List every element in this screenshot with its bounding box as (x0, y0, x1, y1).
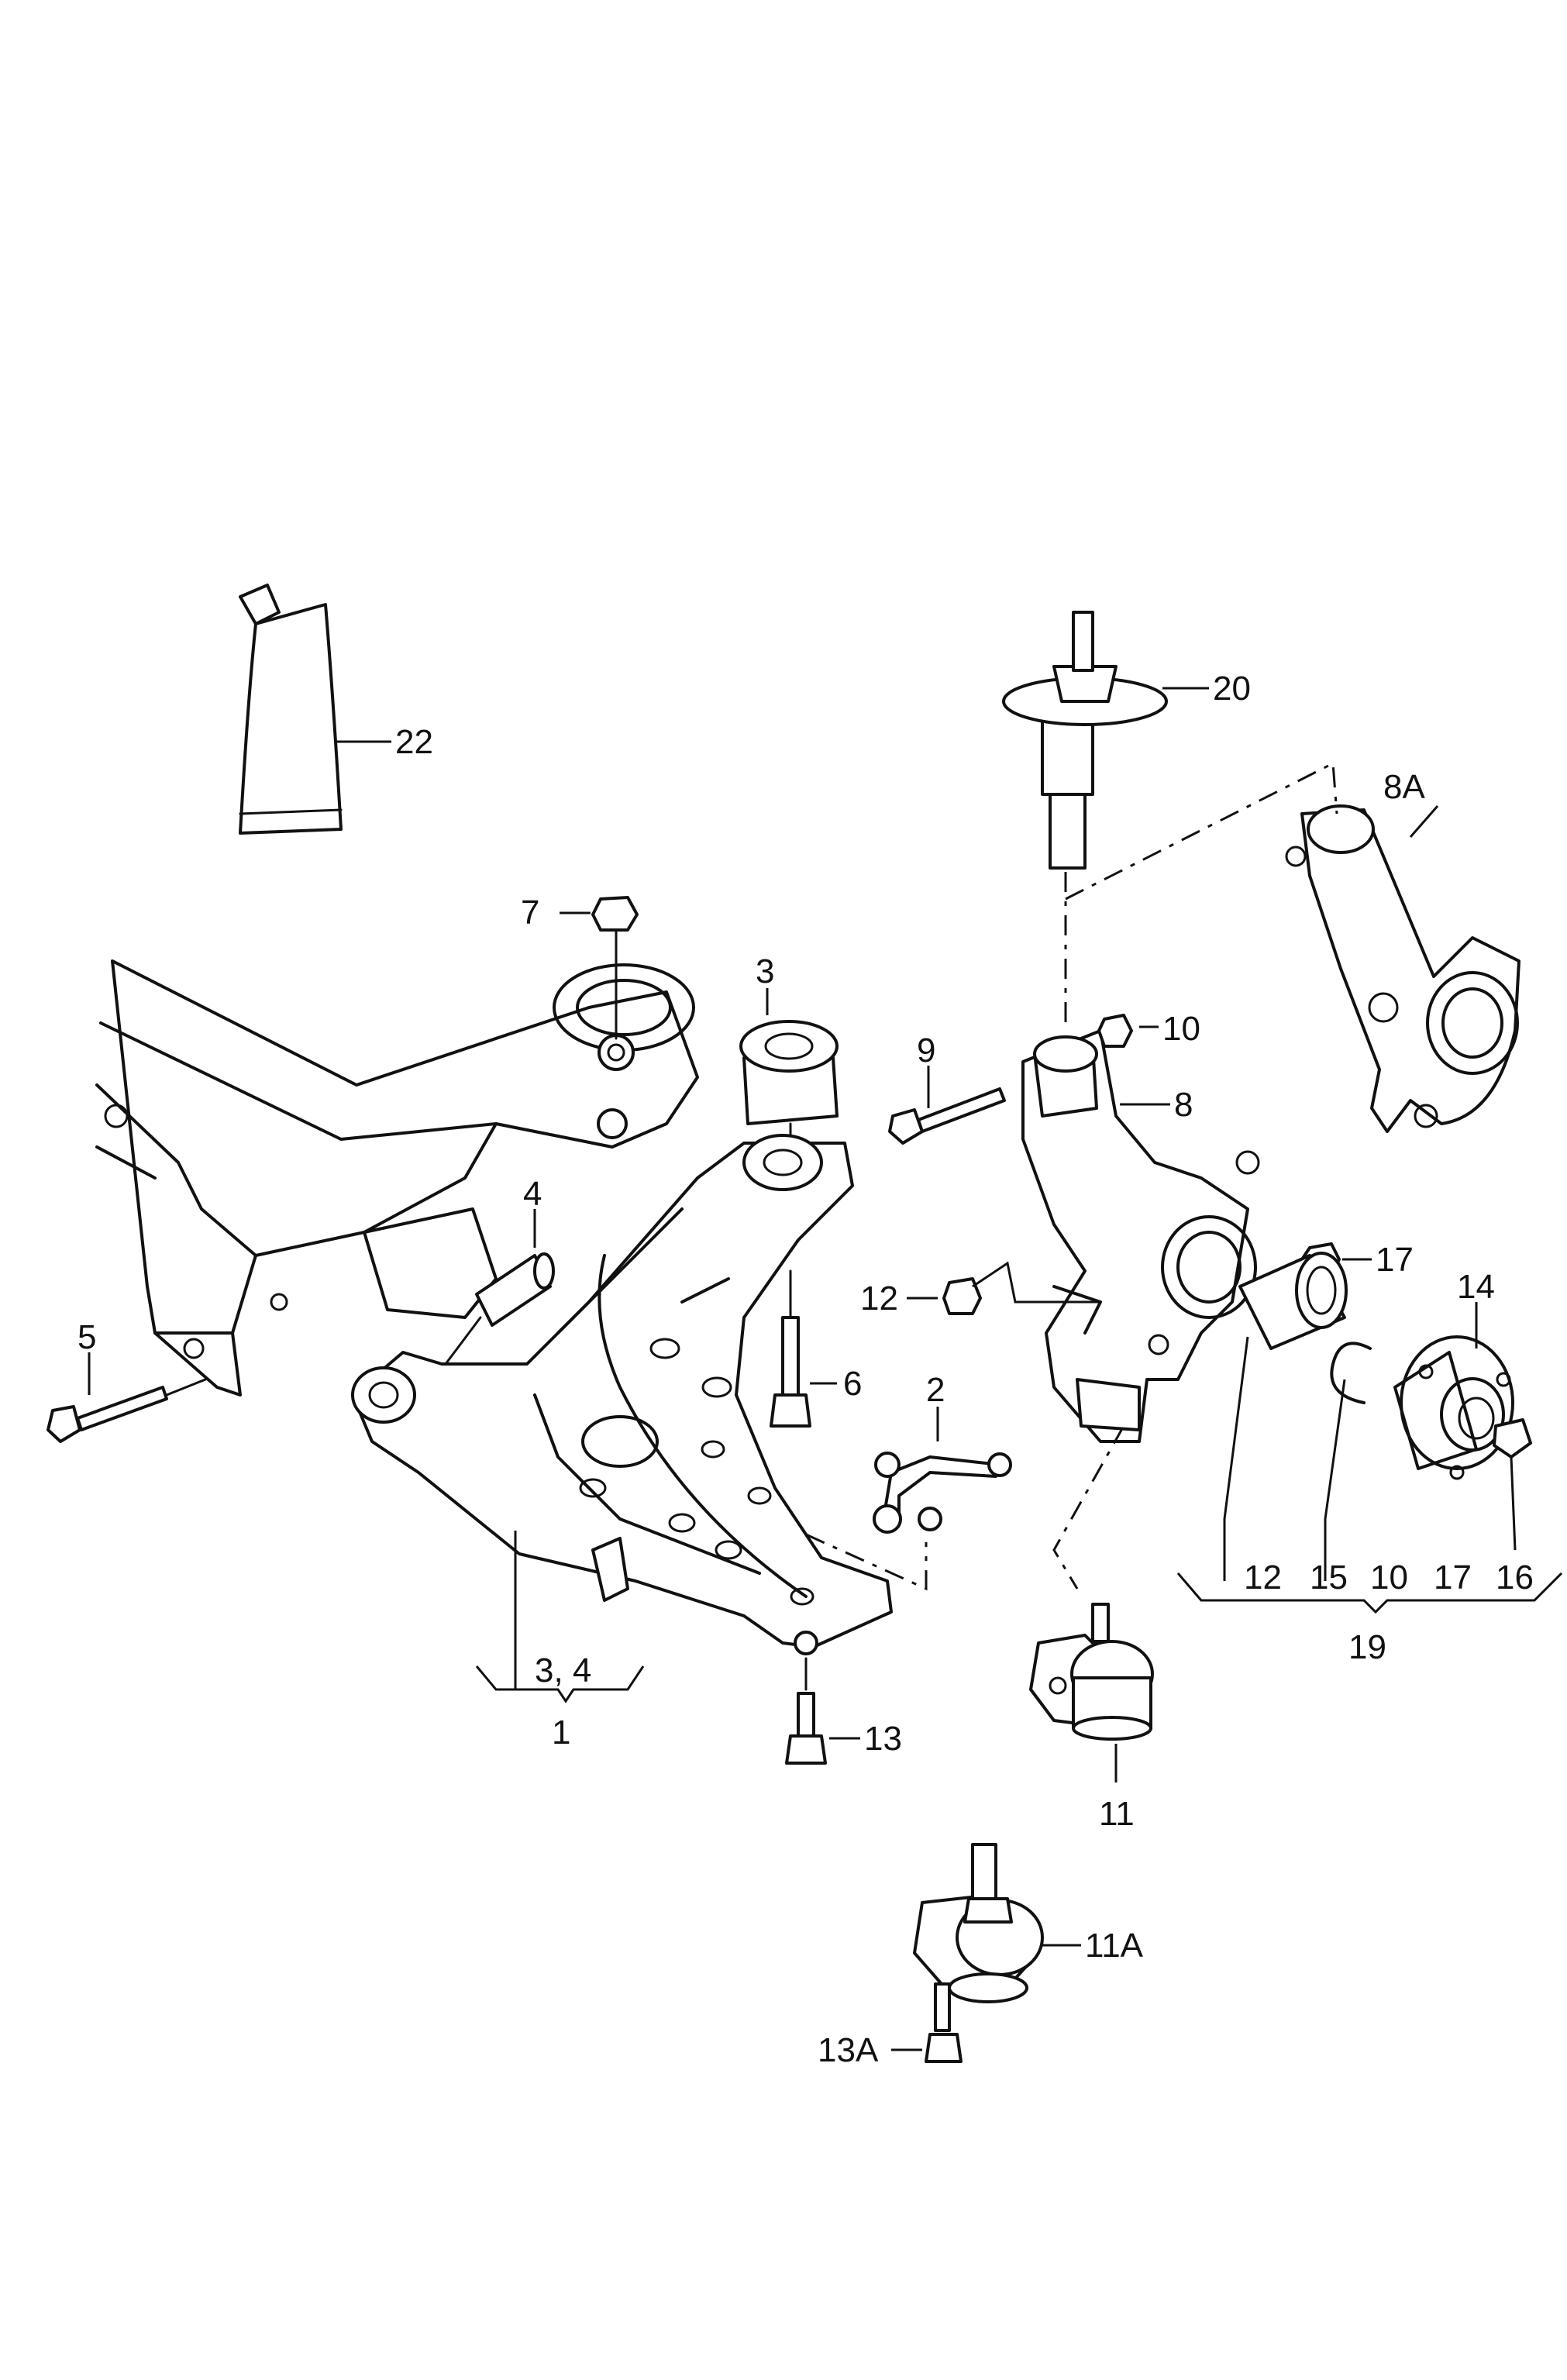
label-4: 4 (523, 1175, 542, 1213)
label-3: 3 (756, 952, 774, 990)
part-20-strut-pin (1002, 611, 1209, 870)
label-7: 7 (521, 894, 539, 932)
label-17: 17 (1376, 1241, 1414, 1279)
part-11A-ball-joint (913, 1843, 1081, 2003)
label-3-4: 3, 4 (535, 1652, 591, 1689)
label-19-16: 16 (1496, 1559, 1534, 1596)
part-3-bushing (739, 988, 839, 1149)
part-9-bolt (888, 1066, 1006, 1145)
label-13: 13 (864, 1720, 902, 1758)
part-8A-steering-knuckle (1285, 804, 1521, 1133)
label-11: 11 (1099, 1795, 1135, 1833)
part-16-bolt (1493, 1418, 1532, 1551)
label-2: 2 (926, 1371, 945, 1409)
label-19: 19 (1348, 1628, 1386, 1666)
label-20: 20 (1213, 670, 1251, 708)
label-14: 14 (1457, 1268, 1495, 1306)
part-22-grease-tube (239, 584, 391, 835)
label-1: 1 (552, 1714, 570, 1751)
part-13-bolt (785, 1657, 860, 1765)
label-12: 12 (860, 1280, 898, 1317)
part-8-steering-knuckle (1021, 1029, 1260, 1443)
label-6: 6 (843, 1365, 862, 1403)
group-1-bracket (475, 1665, 645, 1703)
part-6-bolt (770, 1269, 837, 1428)
part-7-nut (560, 896, 639, 1040)
subframe (95, 959, 699, 1397)
label-19-12: 12 (1244, 1559, 1282, 1596)
group-19-bracket (1176, 1572, 1563, 1614)
part-14-wheel-hub (1393, 1302, 1514, 1480)
callout-labels: 22 20 8A 7 3 10 9 8 4 17 14 12 5 6 2 12 … (77, 670, 1534, 2069)
label-19-10: 10 (1370, 1559, 1408, 1596)
part-11-ball-joint (1029, 1603, 1154, 1782)
part-12-nut (907, 1261, 1100, 1315)
label-9: 9 (917, 1032, 935, 1069)
label-5: 5 (77, 1318, 96, 1356)
label-8A: 8A (1383, 768, 1425, 806)
control-arm (351, 1134, 893, 1689)
part-5-bolt (46, 1352, 207, 1443)
part-4-sleeve (444, 1209, 555, 1366)
label-11A: 11A (1085, 1927, 1144, 1965)
label-19-15: 15 (1310, 1559, 1348, 1596)
part-10-nut (1097, 1014, 1159, 1048)
label-22: 22 (395, 723, 433, 761)
label-13A: 13A (818, 2031, 879, 2069)
part-19-wheel-bearing (1223, 1252, 1348, 1581)
part-2-link (873, 1407, 1012, 1534)
part-13A-fastener (891, 1982, 963, 2063)
label-10: 10 (1162, 1010, 1200, 1048)
label-19-17: 17 (1434, 1559, 1472, 1596)
assembly-lines (805, 761, 1338, 1591)
label-8: 8 (1174, 1086, 1193, 1124)
part-15-circlip (1324, 1342, 1372, 1581)
